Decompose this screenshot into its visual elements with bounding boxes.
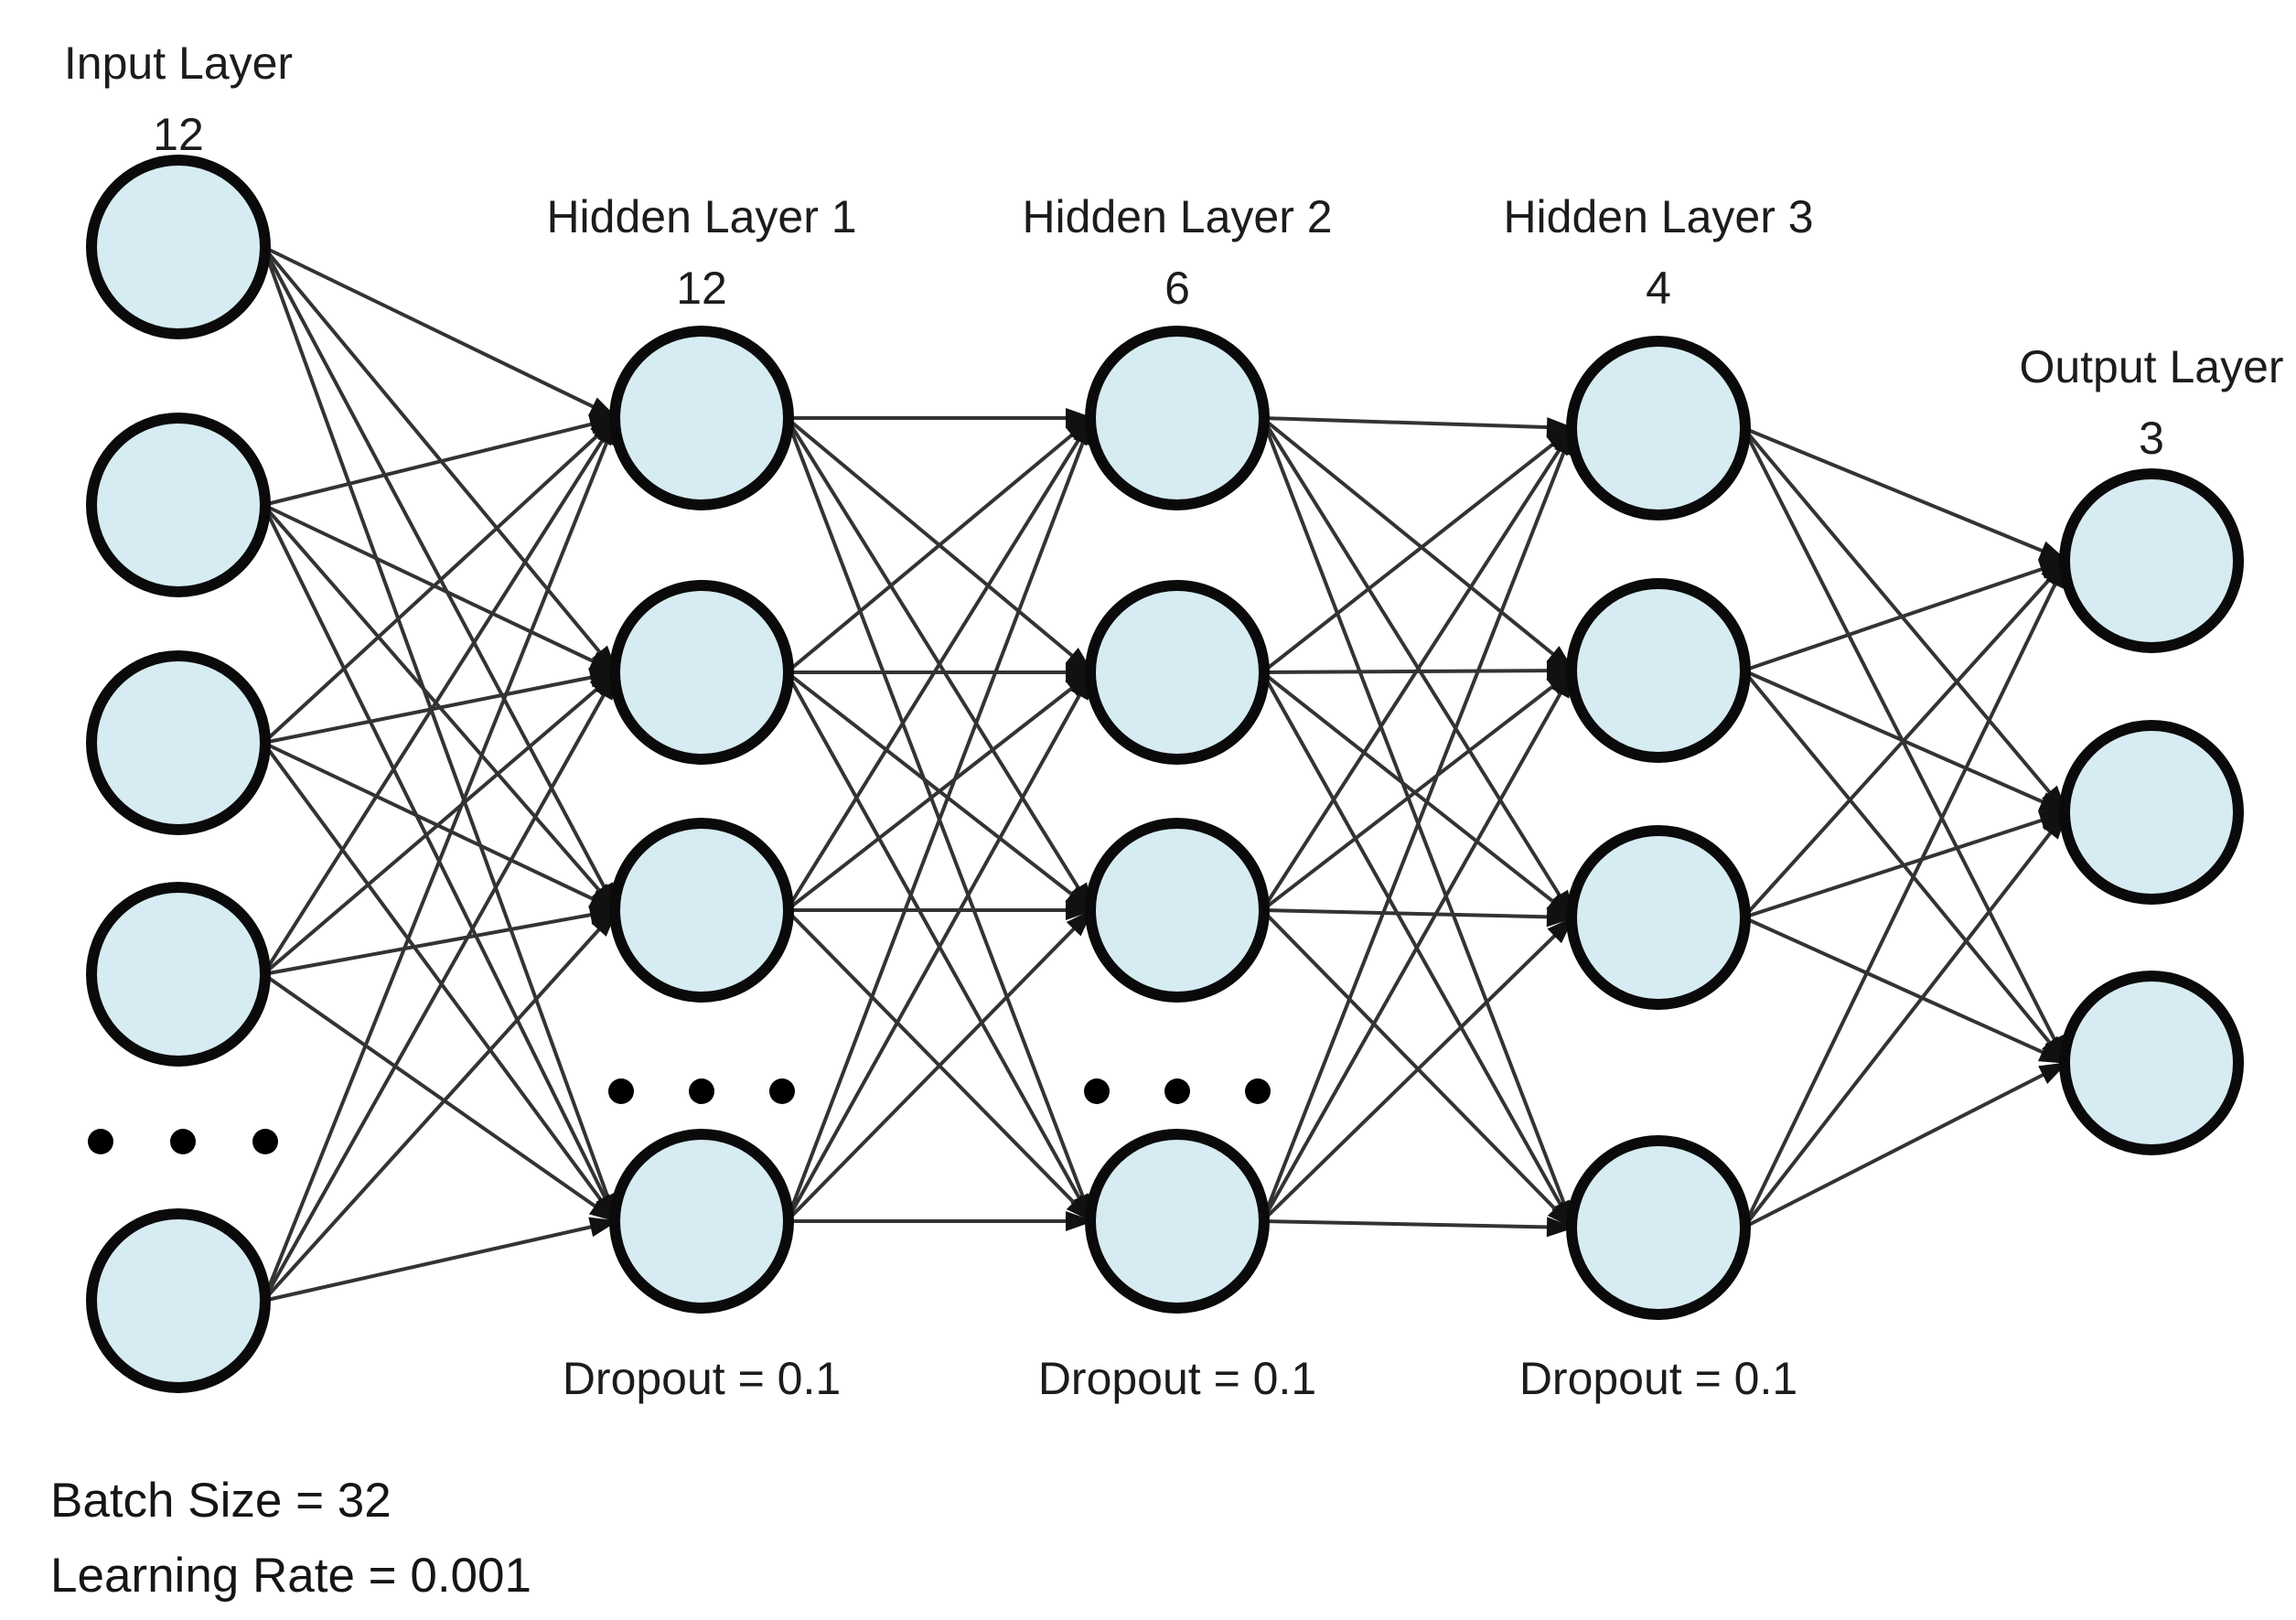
connection-edge: [785, 671, 1094, 1222]
connection-edge: [263, 667, 618, 745]
connection-edge: [1742, 427, 2068, 1065]
connection-edge: [785, 908, 1094, 1223]
connection-edge: [262, 416, 618, 745]
layer-neuron-count: 12: [153, 109, 204, 160]
connection-edge: [1261, 416, 1575, 672]
connection-edge: [1261, 671, 1575, 919]
connection-edge: [263, 741, 618, 912]
connection-edge: [1743, 559, 2068, 672]
connection-edge: [262, 908, 618, 1303]
layer-neuron-count: 12: [676, 263, 727, 314]
ellipsis-dot: [170, 1129, 196, 1154]
dropout-label-hidden2: Dropout = 0.1: [1037, 1353, 1317, 1404]
layer-neuron-count: 4: [1646, 263, 1671, 314]
ellipsis-dot: [252, 1129, 278, 1154]
connection-edge: [1743, 426, 2068, 563]
neuron-node-input: [86, 155, 271, 339]
neuron-node-output: [2059, 720, 2244, 905]
layer-label-output: Output Layer 3: [2019, 331, 2283, 474]
connection-edge: [785, 416, 1094, 912]
connection-edge: [1261, 426, 1575, 674]
layer-label-hidden1: Hidden Layer 1 12: [546, 181, 856, 324]
ellipsis-dot: [1245, 1078, 1271, 1104]
neuron-node-input: [86, 882, 271, 1067]
connection-edge: [1261, 671, 1575, 1229]
connection-edge: [1742, 810, 2068, 1229]
connection-edge: [1261, 916, 1575, 1223]
connection-edge: [785, 671, 1094, 912]
connection-edge: [262, 246, 618, 1223]
dropout-label-hidden3: Dropout = 0.1: [1518, 1353, 1798, 1404]
connection-edge: [262, 416, 618, 1302]
connection-edge: [263, 503, 618, 674]
neuron-node-input: [86, 650, 271, 835]
hyperparameters-block: Batch Size = 32 Learning Rate = 0.001: [50, 1464, 531, 1614]
ellipsis-dot: [689, 1078, 714, 1104]
layer-label-hidden3: Hidden Layer 3 4: [1503, 181, 1813, 324]
connection-edge: [1743, 1061, 2068, 1229]
neuron-node-hidden1: [609, 818, 794, 1003]
connection-edge: [263, 1217, 618, 1303]
connection-edge: [263, 905, 618, 976]
connection-edge: [1261, 426, 1575, 1222]
connection-edge: [1261, 426, 1575, 912]
neuron-node-output: [2059, 468, 2244, 653]
neuron-node-hidden3: [1566, 825, 1751, 1010]
connection-edge: [262, 741, 618, 1223]
layer-title: Output Layer: [2019, 341, 2284, 392]
ellipsis-dot: [608, 1078, 634, 1104]
layer-neuron-count: 3: [2139, 413, 2164, 464]
neuron-node-input: [86, 1208, 271, 1393]
layer-title: Input Layer: [63, 38, 294, 89]
connection-edge: [263, 414, 618, 507]
connection-edge: [1261, 669, 1575, 912]
layer-neuron-count: 6: [1164, 263, 1190, 314]
neuron-node-hidden1: [609, 1129, 794, 1314]
learning-rate-label: Learning Rate = 0.001: [50, 1549, 531, 1603]
connection-edge: [262, 972, 618, 1223]
connection-edge: [1742, 426, 2068, 814]
neuron-node-hidden2: [1085, 1129, 1270, 1314]
connection-edge: [1743, 916, 2068, 1065]
batch-size-label: Batch Size = 32: [50, 1474, 392, 1528]
connection-edge: [1261, 1217, 1575, 1238]
layer-title: Hidden Layer 1: [546, 191, 857, 242]
connection-edge: [785, 416, 1094, 1222]
neuron-node-hidden2: [1085, 818, 1270, 1003]
neuron-node-hidden3: [1566, 336, 1751, 520]
neuron-node-hidden2: [1085, 580, 1270, 765]
neuron-node-hidden3: [1566, 1135, 1751, 1320]
connection-edge: [263, 245, 618, 420]
layer-title: Hidden Layer 2: [1022, 191, 1333, 242]
ellipsis-dot: [1164, 1078, 1190, 1104]
connection-edge: [1261, 907, 1575, 928]
dropout-label-hidden1: Dropout = 0.1: [562, 1353, 842, 1404]
layer-label-input: Input Layer 12: [64, 27, 293, 170]
neuron-node-input: [86, 413, 271, 597]
layer-label-hidden2: Hidden Layer 2 6: [1022, 181, 1332, 324]
layer-title: Hidden Layer 3: [1503, 191, 1814, 242]
ellipsis-dot: [1084, 1078, 1110, 1104]
neuron-node-hidden2: [1085, 326, 1270, 510]
neuron-node-hidden1: [609, 326, 794, 510]
connection-edge: [262, 671, 618, 1302]
ellipsis-dot: [88, 1129, 113, 1154]
neuron-node-output: [2059, 971, 2244, 1155]
connection-edge: [1742, 559, 2068, 1228]
neuron-node-hidden1: [609, 580, 794, 765]
connection-edge: [262, 671, 618, 976]
connection-edge: [262, 416, 618, 976]
ellipsis-dot: [769, 1078, 795, 1104]
connection-edge: [1261, 669, 1575, 1222]
connection-edge: [1261, 416, 1575, 438]
connection-edge: [1742, 559, 2068, 919]
connection-edge: [1743, 810, 2068, 919]
neuron-node-hidden3: [1566, 578, 1751, 763]
connection-edge: [785, 416, 1094, 674]
